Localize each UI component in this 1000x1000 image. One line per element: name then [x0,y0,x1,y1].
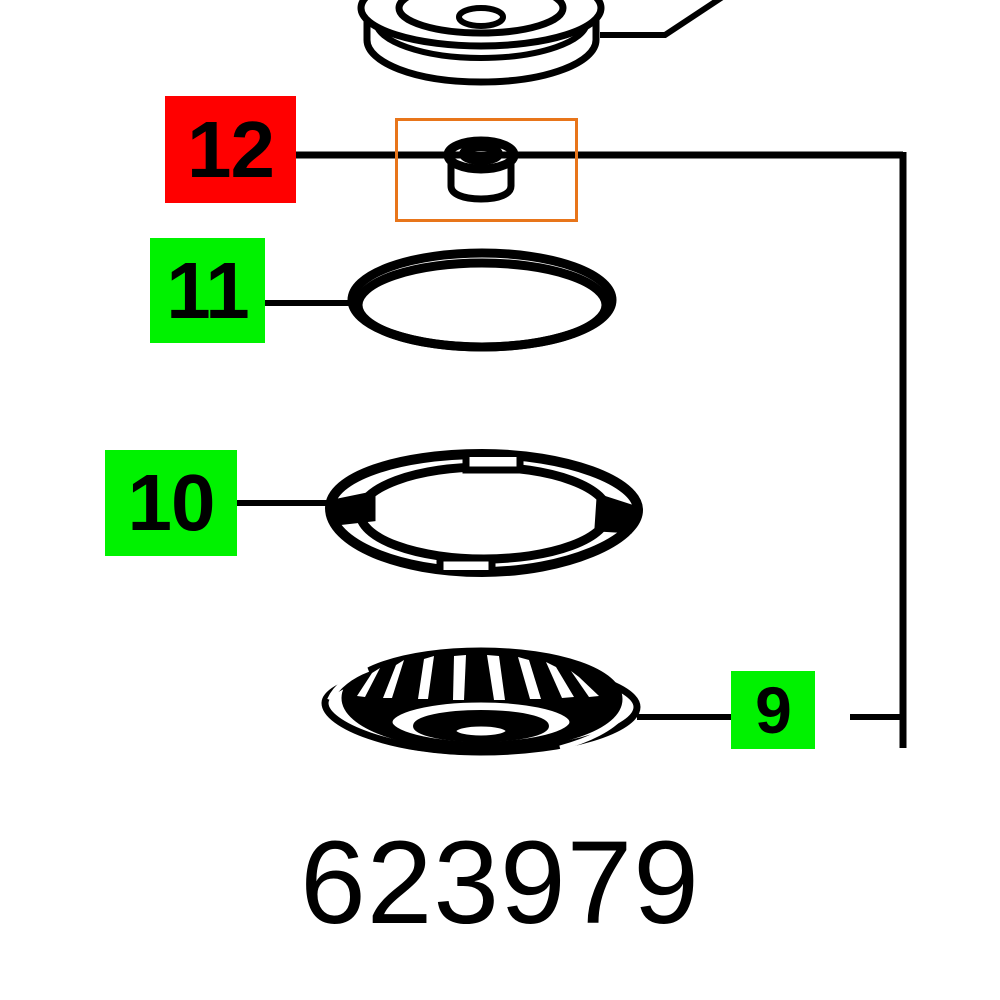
callout-label-10: 10 [127,458,216,547]
callout-box-11[interactable]: 11 [150,238,265,343]
callout-box-10[interactable]: 10 [105,450,237,556]
callout-label-12: 12 [187,104,275,194]
callout-label-9: 9 [755,673,792,747]
part-number-caption: 623979 [300,817,700,949]
callout-label-11: 11 [166,245,250,335]
leader-line-stacked-disc [600,0,724,38]
part-o-ring [347,248,617,352]
part-bushing [443,136,519,203]
part-impeller-fan [321,647,641,761]
callout-box-9[interactable]: 9 [731,671,815,749]
callout-box-12[interactable]: 12 [165,96,296,203]
part-seal-retainer-ring [324,448,644,578]
part-stacked-pulley-disc [357,0,605,86]
